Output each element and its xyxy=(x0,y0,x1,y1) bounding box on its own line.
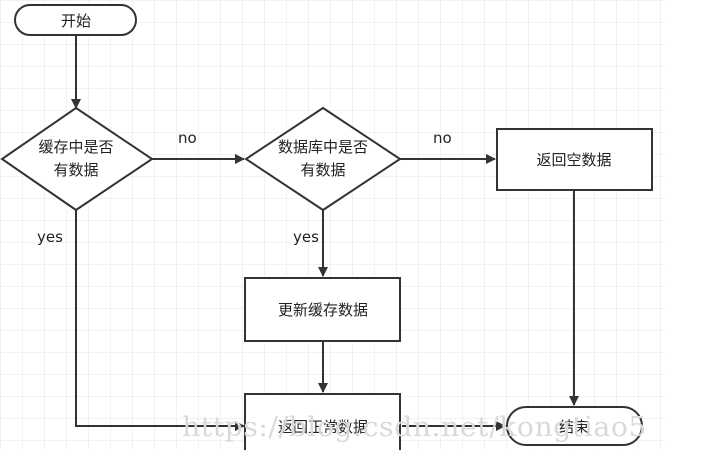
edge-label-db-no: no xyxy=(433,129,452,147)
return-normal-label: 返回正常数据 xyxy=(278,418,368,436)
edge-label-db-yes: yes xyxy=(293,228,319,246)
db-check-decision: 数据库中是否 有数据 xyxy=(244,106,402,212)
edge-label-cache-yes: yes xyxy=(37,228,63,246)
update-cache-process: 更新缓存数据 xyxy=(244,277,401,342)
edge-label-cache-no: no xyxy=(178,129,197,147)
cache-check-label-line2: 有数据 xyxy=(53,161,98,179)
return-empty-label: 返回空数据 xyxy=(536,151,611,169)
start-node: 开始 xyxy=(14,4,137,36)
db-check-label-line1: 数据库中是否 xyxy=(278,138,368,156)
end-node-label: 结束 xyxy=(559,418,589,436)
end-node: 结束 xyxy=(506,406,643,446)
edge-cache-check-yes xyxy=(75,210,245,431)
grid-background xyxy=(0,0,665,450)
cache-check-label-line1: 缓存中是否 xyxy=(38,138,113,156)
start-node-label: 开始 xyxy=(61,12,91,30)
cache-check-decision: 缓存中是否 有数据 xyxy=(0,106,154,212)
return-empty-process: 返回空数据 xyxy=(496,128,653,191)
db-check-label-line2: 有数据 xyxy=(300,161,345,179)
update-cache-label: 更新缓存数据 xyxy=(278,301,368,319)
return-normal-process: 返回正常数据 xyxy=(244,393,401,450)
watermark: https://blog.csdn.net/kongtiao5 xyxy=(182,412,647,443)
